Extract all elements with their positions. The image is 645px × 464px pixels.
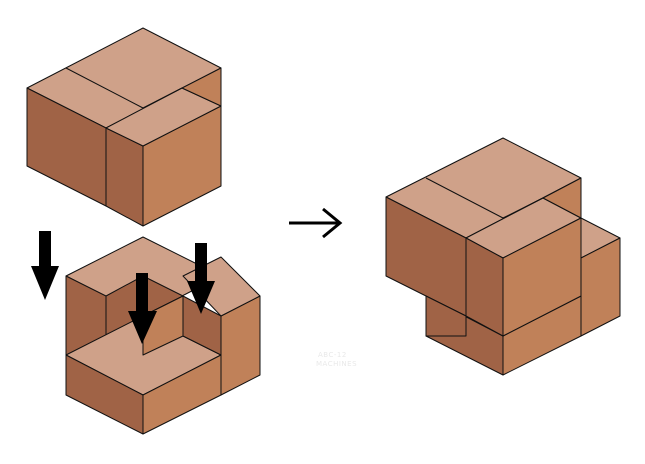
- right-arrow: [289, 207, 343, 239]
- upper-piece-back-wall: [181, 67, 222, 107]
- assembled-seam: [425, 177, 544, 219]
- assembled-front-cube-right: [502, 217, 582, 337]
- lower-piece-slab-right: [142, 354, 222, 435]
- lower-piece-inner-corner: [142, 295, 184, 356]
- assembled-back-wall: [542, 177, 582, 219]
- assembled-lower-left: [425, 295, 467, 337]
- upper-piece-seam: [65, 67, 183, 109]
- down-arrow-left: [31, 231, 59, 300]
- assembled-puzzle: [385, 137, 621, 376]
- down-arrow-right: [187, 243, 215, 314]
- down-arrow-icon: [128, 273, 157, 344]
- watermark: ABC-12 MACHINES: [316, 351, 357, 368]
- down-arrow-icon: [31, 231, 59, 300]
- down-arrow-icon: [187, 243, 215, 314]
- watermark-line1: ABC-12: [318, 351, 347, 359]
- lower-puzzle-piece: [65, 236, 261, 435]
- upper-puzzle-piece: [26, 27, 222, 227]
- right-arrow-icon: [322, 207, 343, 239]
- watermark-line2: MACHINES: [316, 360, 357, 368]
- down-arrow-middle: [128, 273, 157, 344]
